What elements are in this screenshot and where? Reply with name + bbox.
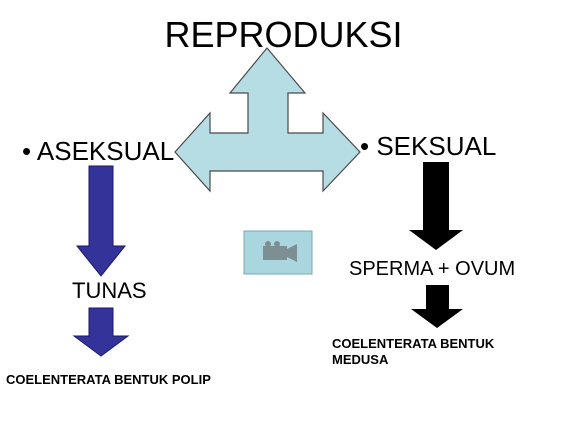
tunas-label: TUNAS: [72, 278, 147, 303]
down-arrow-icon: [409, 162, 463, 250]
three-way-arrow-icon: [174, 47, 361, 193]
polip-result-label: COELENTERATA BENTUK POLIP: [6, 372, 211, 387]
bullet: •: [22, 136, 32, 166]
aseksual-text: ASEKSUAL: [36, 136, 175, 166]
sperma-ovum-label: SPERMA + OVUM: [349, 258, 516, 280]
bullet: •: [360, 131, 370, 161]
down-arrow-icon: [75, 165, 127, 277]
aseksual-label: • ASEKSUAL: [22, 136, 174, 167]
seksual-label: • SEKSUAL: [360, 131, 496, 162]
medusa-result-line1: COELENTERATA BENTUK: [332, 336, 495, 351]
seksual-text: SEKSUAL: [376, 131, 497, 161]
down-arrow-icon: [72, 307, 130, 357]
down-arrow-icon: [411, 285, 463, 328]
medusa-result-label: COELENTERATA BENTUK MEDUSA: [332, 336, 494, 368]
video-camera-icon[interactable]: [243, 230, 313, 275]
diagram-title: REPRODUKSI: [164, 14, 403, 55]
medusa-result-line2: MEDUSA: [332, 352, 389, 367]
